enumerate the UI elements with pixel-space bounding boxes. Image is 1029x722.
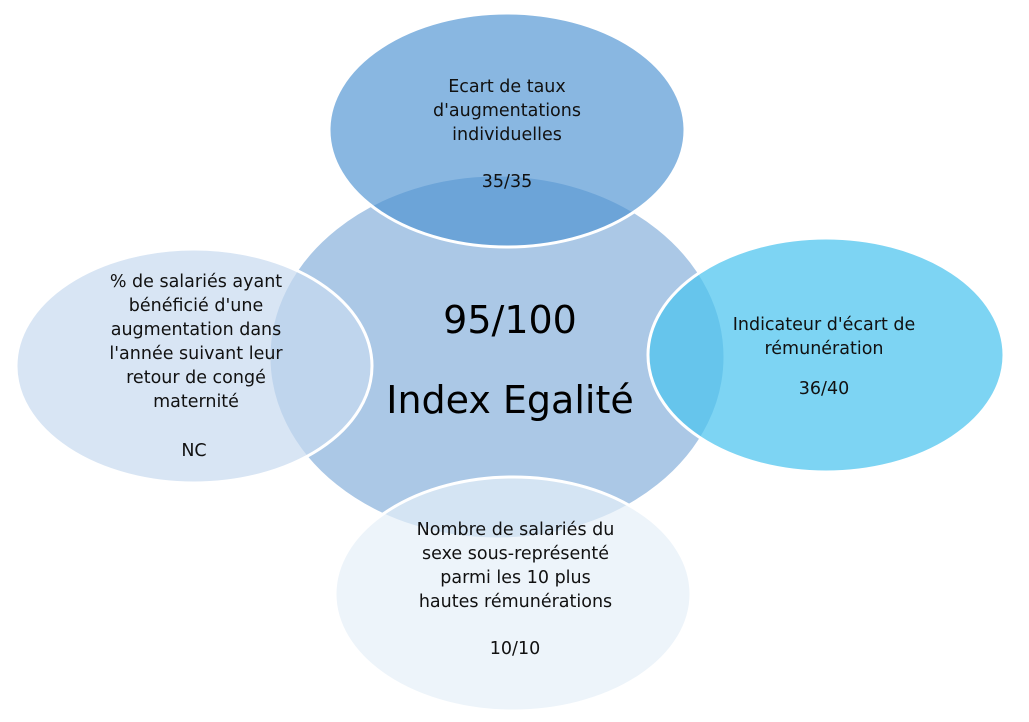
left-node-label: % de salariés ayant bénéficié d'une augm… [109, 272, 283, 412]
bottom-circle [333, 475, 693, 713]
top-node-label: Ecart de taux d'augmentations individuel… [433, 77, 581, 145]
center-title: Index Egalité [386, 378, 634, 422]
right-circle [646, 236, 1006, 474]
left-circle [14, 247, 374, 485]
left-node-score: NC [181, 441, 207, 461]
bottom-node-label: Nombre de salariés du sexe sous-représen… [416, 520, 615, 612]
top-circle [327, 11, 687, 249]
center-score: 95/100 [443, 298, 577, 342]
top-node-score: 35/35 [481, 172, 533, 192]
bottom-node-score: 10/10 [489, 639, 541, 659]
right-node-label: Indicateur d'écart de rémunération [732, 315, 916, 359]
right-node-score: 36/40 [798, 379, 850, 399]
